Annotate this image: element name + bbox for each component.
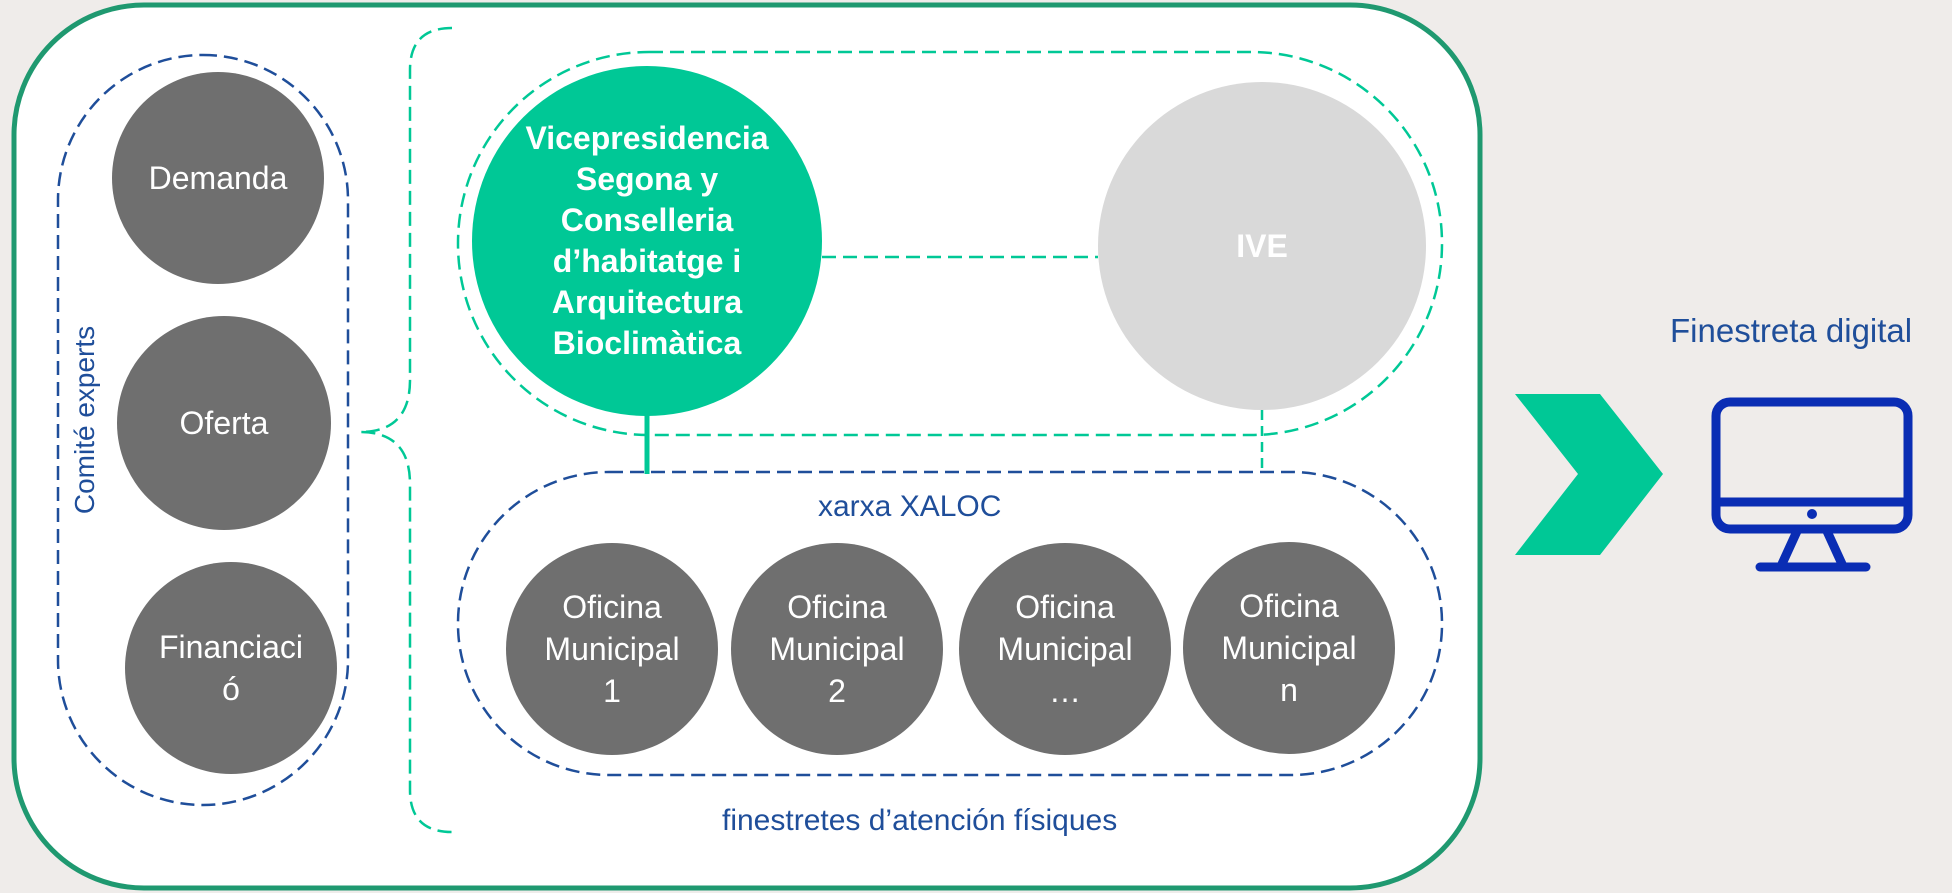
circle-financiacio-label: Financiaci ó xyxy=(158,629,304,707)
vicepresidency-label: Vicepresidencia Segona y Conselleria d’h… xyxy=(525,120,769,361)
government-pill xyxy=(456,50,1444,437)
office-3-label: Oficina Municipal … xyxy=(997,589,1133,709)
circle-demanda-label: Demanda xyxy=(148,160,288,196)
curly-brace xyxy=(359,26,453,834)
circle-financiacio: Financiaci ó xyxy=(125,562,337,774)
circle-vicepresidency: Vicepresidencia Segona y Conselleria d’h… xyxy=(472,66,822,416)
ive-label: IVE xyxy=(1236,227,1288,264)
monitor-led-icon xyxy=(1807,509,1817,519)
arrow-chevron-icon xyxy=(1515,394,1663,555)
digital-window-label: Finestreta digital xyxy=(1670,312,1913,349)
circle-office-1: Oficina Municipal 1 xyxy=(506,543,718,755)
office-2-label: Oficina Municipal 2 xyxy=(769,589,905,709)
office-n-label: Oficina Municipal n xyxy=(1221,588,1357,708)
committee-pill xyxy=(56,53,350,807)
office-1-label: Oficina Municipal 1 xyxy=(544,589,680,709)
xaloc-pill xyxy=(456,470,1444,777)
physical-windows-label: finestretes d’atención físiques xyxy=(722,804,1118,837)
circle-demanda: Demanda xyxy=(112,72,324,284)
network-label: xarxa XALOC xyxy=(818,490,1002,523)
monitor-icon xyxy=(1711,397,1913,572)
circle-oferta-label: Oferta xyxy=(179,405,269,441)
circle-office-n: Oficina Municipal n xyxy=(1183,542,1395,754)
circle-office-2: Oficina Municipal 2 xyxy=(731,543,943,755)
circle-ive: IVE xyxy=(1098,82,1426,410)
circle-office-3: Oficina Municipal … xyxy=(959,543,1171,755)
committee-label: Comité experts xyxy=(69,325,100,515)
circle-oferta: Oferta xyxy=(117,316,331,530)
